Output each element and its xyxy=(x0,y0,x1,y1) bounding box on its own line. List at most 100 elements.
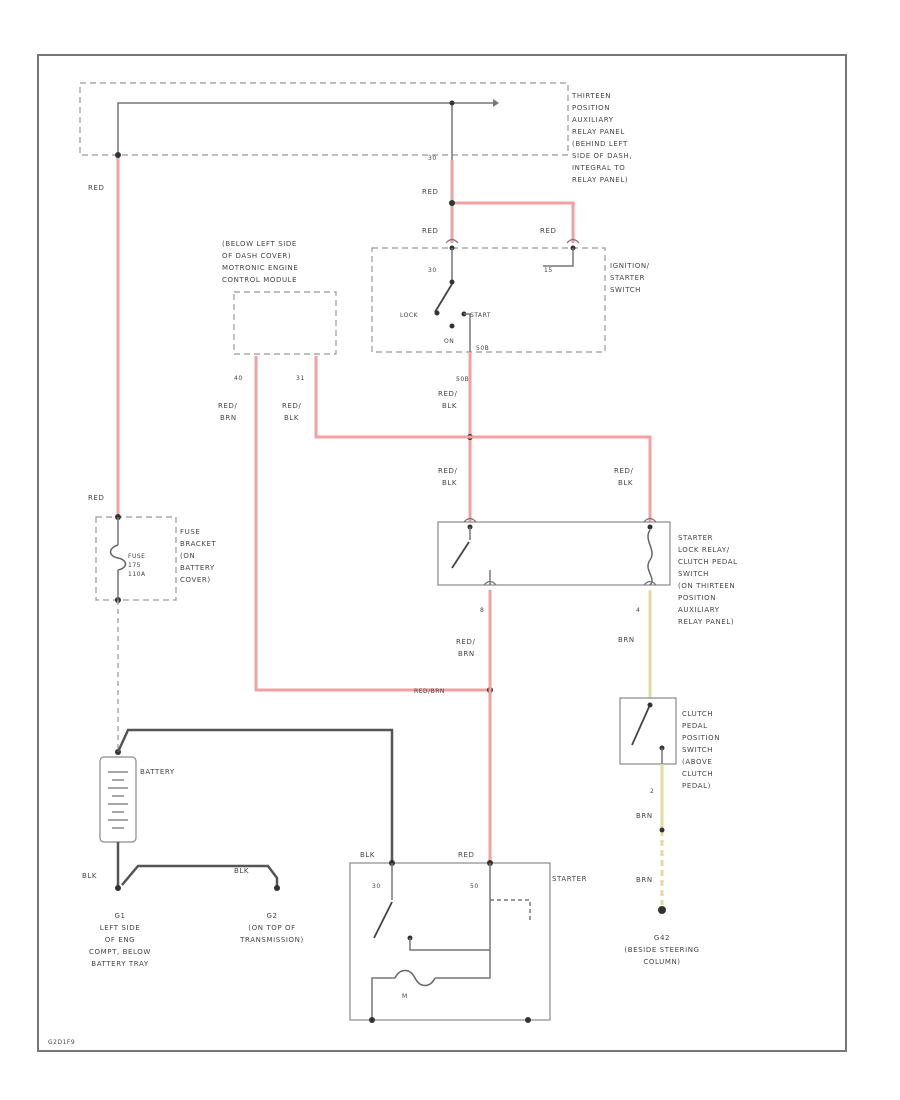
svg-text:BATTERY TRAY: BATTERY TRAY xyxy=(91,960,149,968)
svg-text:OF ENG: OF ENG xyxy=(105,936,135,944)
svg-text:RED/: RED/ xyxy=(438,390,457,398)
svg-text:RED: RED xyxy=(422,227,438,235)
svg-text:(BELOW LEFT SIDE: (BELOW LEFT SIDE xyxy=(222,240,297,248)
svg-text:15: 15 xyxy=(544,267,553,274)
svg-text:RED/: RED/ xyxy=(218,402,237,410)
svg-text:RED/: RED/ xyxy=(282,402,301,410)
svg-text:BRN: BRN xyxy=(618,636,635,644)
svg-text:CLUTCH: CLUTCH xyxy=(682,710,713,718)
svg-text:BRN: BRN xyxy=(636,876,653,884)
svg-text:COVER): COVER) xyxy=(180,576,211,584)
svg-text:2: 2 xyxy=(650,788,654,795)
svg-text:RED: RED xyxy=(422,188,438,196)
ignition-label: IGNITION/ STARTER SWITCH xyxy=(610,262,650,294)
relay-panel-bus xyxy=(117,102,493,155)
svg-text:RED: RED xyxy=(458,851,474,859)
svg-text:AUXILIARY: AUXILIARY xyxy=(678,606,720,614)
svg-text:SWITCH: SWITCH xyxy=(610,286,641,294)
svg-text:RED/: RED/ xyxy=(456,638,475,646)
svg-text:CLUTCH PEDAL: CLUTCH PEDAL xyxy=(678,558,738,566)
svg-text:M: M xyxy=(402,993,408,1000)
svg-text:BRN: BRN xyxy=(636,812,653,820)
clutch-switch-box xyxy=(619,697,677,765)
svg-text:30: 30 xyxy=(372,883,381,890)
svg-text:COLUMN): COLUMN) xyxy=(643,958,680,966)
ecm-label: (BELOW LEFT SIDE OF DASH COVER) MOTRONIC… xyxy=(222,240,298,284)
svg-text:50B: 50B xyxy=(456,376,469,383)
svg-text:LOCK: LOCK xyxy=(400,312,419,319)
svg-text:(ON: (ON xyxy=(180,552,195,560)
svg-text:G2: G2 xyxy=(266,912,277,920)
svg-text:THIRTEEN: THIRTEEN xyxy=(571,92,611,100)
svg-text:(ABOVE: (ABOVE xyxy=(682,758,712,766)
svg-text:BLK: BLK xyxy=(234,867,249,875)
svg-text:RELAY PANEL): RELAY PANEL) xyxy=(678,618,734,626)
svg-text:AUXILIARY: AUXILIARY xyxy=(572,116,614,124)
starter-box xyxy=(349,862,551,1021)
svg-text:LOCK RELAY/: LOCK RELAY/ xyxy=(678,546,730,554)
relay-coil xyxy=(647,529,653,586)
ground-g2-label: G2 (ON TOP OF TRANSMISSION) xyxy=(239,912,303,944)
svg-text:LEFT SIDE: LEFT SIDE xyxy=(100,924,140,932)
svg-text:OF DASH COVER): OF DASH COVER) xyxy=(222,252,291,260)
svg-text:FUSE: FUSE xyxy=(180,528,200,536)
relay-panel-label: THIRTEEN POSITION AUXILIARY RELAY PANEL … xyxy=(571,92,632,184)
svg-text:(BESIDE STEERING: (BESIDE STEERING xyxy=(624,946,699,954)
starter-relay-box xyxy=(437,521,671,586)
svg-text:RED: RED xyxy=(540,227,556,235)
battery-label: BATTERY xyxy=(140,768,175,776)
svg-text:8: 8 xyxy=(480,607,484,614)
svg-text:BLK: BLK xyxy=(284,414,299,422)
svg-text:CLUTCH: CLUTCH xyxy=(682,770,713,778)
starter-motor-coil xyxy=(394,969,436,987)
svg-text:30: 30 xyxy=(428,155,437,162)
svg-text:SWITCH: SWITCH xyxy=(682,746,713,754)
svg-text:STARTER: STARTER xyxy=(678,534,713,542)
relay-switch-blade xyxy=(451,541,470,569)
clutch-label: CLUTCH PEDAL POSITION SWITCH (ABOVE CLUT… xyxy=(682,710,720,790)
clutch-switch-blade xyxy=(631,706,650,746)
svg-text:4: 4 xyxy=(636,607,640,614)
svg-text:50B: 50B xyxy=(476,345,489,352)
fuse-bracket-box xyxy=(95,516,177,601)
svg-text:BLK: BLK xyxy=(82,872,97,880)
ground-g42-label: G42 (BESIDE STEERING COLUMN) xyxy=(624,934,699,966)
svg-text:IGNITION/: IGNITION/ xyxy=(610,262,650,270)
svg-text:RELAY PANEL: RELAY PANEL xyxy=(572,128,625,136)
wire-battery-to-starter xyxy=(116,728,394,863)
svg-text:30: 30 xyxy=(428,267,437,274)
svg-text:175: 175 xyxy=(128,562,141,569)
diagram-id: G2D1F9 xyxy=(48,1039,75,1046)
svg-text:BLK: BLK xyxy=(442,479,457,487)
ground-g42 xyxy=(658,906,666,914)
ignition-switch-box xyxy=(371,247,606,353)
svg-text:BATTERY: BATTERY xyxy=(180,564,215,572)
svg-text:PEDAL): PEDAL) xyxy=(682,782,711,790)
svg-text:RED/: RED/ xyxy=(614,467,633,475)
battery-symbol xyxy=(99,756,137,843)
fuse-label: FUSE BRACKET (ON BATTERY COVER) xyxy=(180,528,217,584)
svg-text:POSITION: POSITION xyxy=(572,104,610,112)
svg-text:BRACKET: BRACKET xyxy=(180,540,217,548)
fuse-symbol xyxy=(109,544,127,571)
svg-text:RED: RED xyxy=(88,184,104,192)
starter-label: STARTER xyxy=(552,875,587,883)
fuse-inner-label: FUSE 175 110A xyxy=(128,553,145,578)
svg-text:POSITION: POSITION xyxy=(682,734,720,742)
svg-text:50: 50 xyxy=(470,883,479,890)
svg-text:RED/BRN: RED/BRN xyxy=(414,688,445,695)
svg-text:31: 31 xyxy=(296,375,305,382)
svg-text:POSITION: POSITION xyxy=(678,594,716,602)
svg-text:SIDE OF DASH,: SIDE OF DASH, xyxy=(572,152,632,160)
svg-text:START: START xyxy=(470,312,491,319)
ground-g1-label: G1 LEFT SIDE OF ENG COMPT, BELOW BATTERY… xyxy=(89,912,150,968)
svg-text:G42: G42 xyxy=(654,934,670,942)
svg-text:RED/: RED/ xyxy=(438,467,457,475)
svg-text:BRN: BRN xyxy=(458,650,475,658)
svg-text:BLK: BLK xyxy=(360,851,375,859)
svg-text:BRN: BRN xyxy=(220,414,237,422)
svg-text:BLK: BLK xyxy=(618,479,633,487)
svg-text:RELAY PANEL): RELAY PANEL) xyxy=(572,176,628,184)
svg-text:ON: ON xyxy=(444,338,454,345)
svg-text:SWITCH: SWITCH xyxy=(678,570,709,578)
